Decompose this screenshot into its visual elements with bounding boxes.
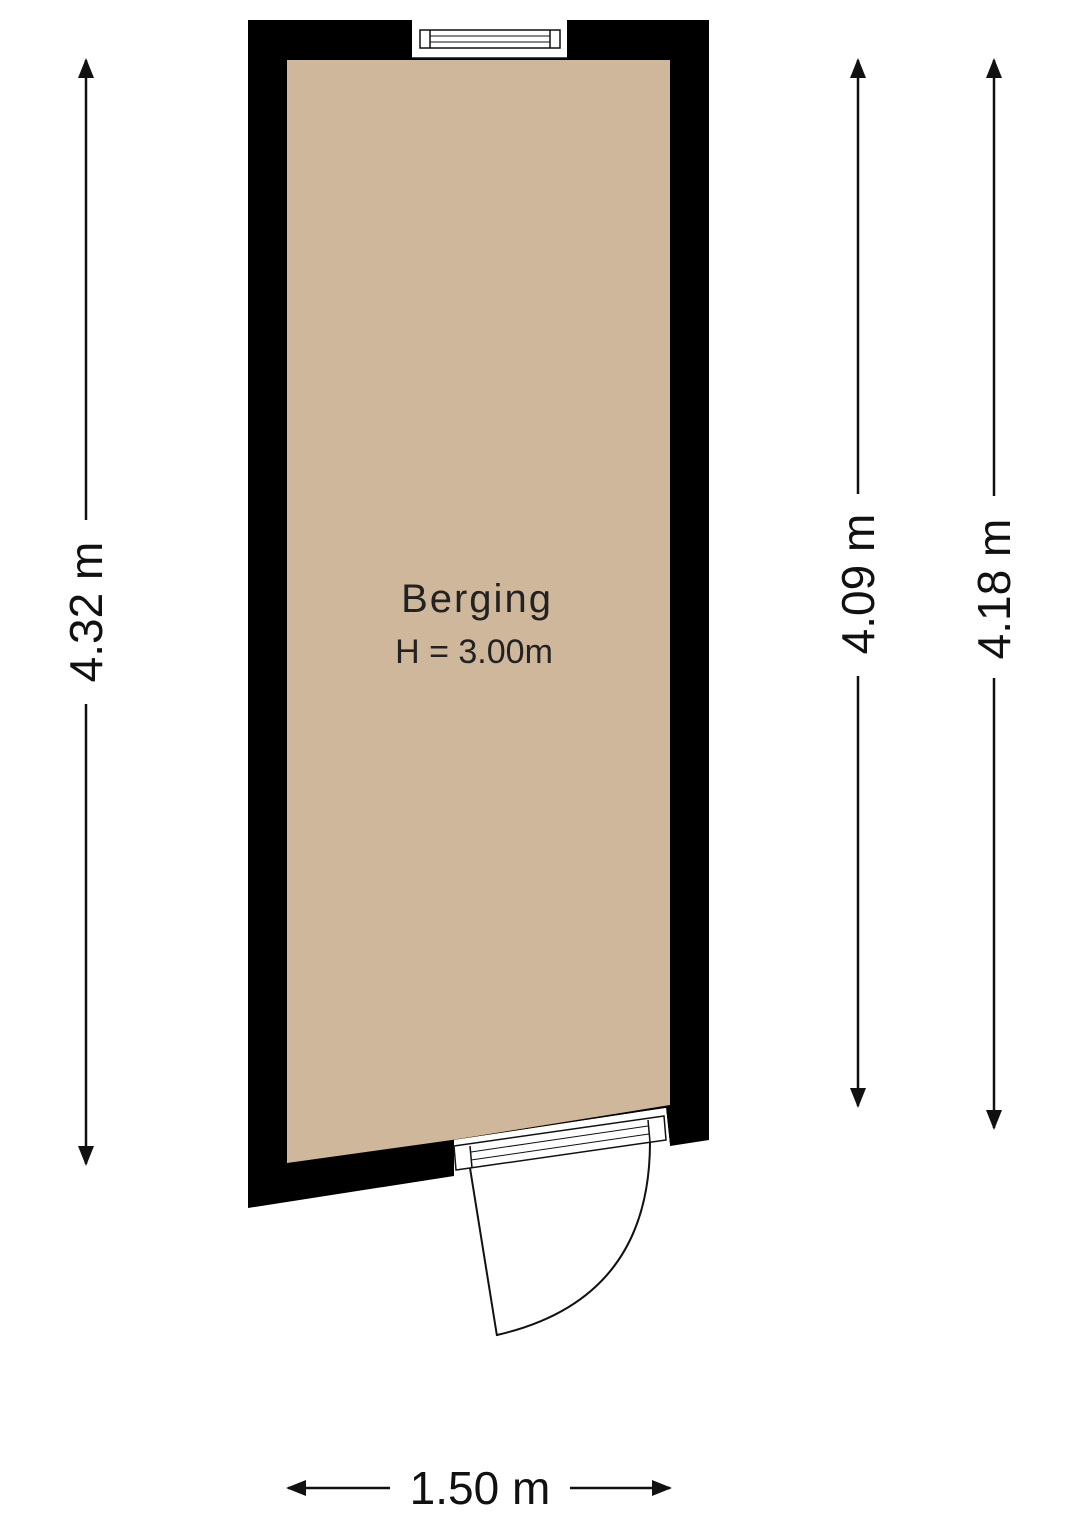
room-floor: [287, 60, 670, 1163]
dimension-right-inner: 4.09 m: [832, 58, 884, 1108]
room-height-label: H = 3.00m: [395, 633, 553, 671]
dimension-right-outer-label: 4.18 m: [968, 519, 1020, 660]
dimension-bottom: 1.50 m: [286, 1462, 672, 1514]
dimension-right-outer: 4.18 m: [968, 58, 1020, 1130]
top-window: [412, 20, 567, 59]
door: [453, 1108, 670, 1337]
dimension-right-inner-label: 4.09 m: [832, 514, 884, 655]
dimension-left-label: 4.32 m: [60, 542, 112, 683]
room-name: Berging: [401, 577, 553, 621]
dimension-left: 4.32 m: [60, 58, 112, 1166]
dimension-bottom-label: 1.50 m: [410, 1462, 551, 1514]
